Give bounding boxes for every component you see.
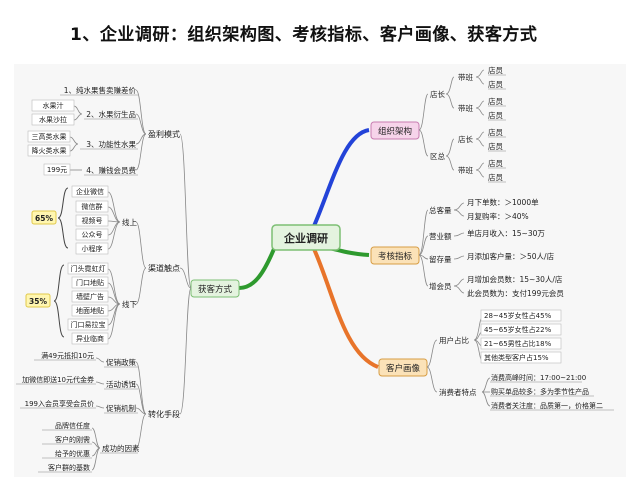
factor-item: 品牌信任度 bbox=[55, 421, 90, 430]
fee-item: 199元 bbox=[47, 166, 67, 174]
online-item: 视频号 bbox=[82, 216, 103, 225]
kpi-item: 此会员数为：支付199元会员 bbox=[467, 288, 564, 298]
persona-ratio-item: 28~45岁女性占45% bbox=[484, 311, 552, 320]
org-clerk-3: 店员 bbox=[488, 96, 503, 106]
offline-item: 门口地贴 bbox=[76, 278, 104, 287]
org-label: 组织架构 bbox=[378, 126, 412, 137]
factor-item: 给予的优惠 bbox=[55, 449, 90, 458]
offline-item: 门头霓虹灯 bbox=[71, 264, 106, 273]
kpi-item: 月添加客户量：＞50人/店 bbox=[467, 251, 555, 261]
mind-map: 企业调研 组织架构 店长 区总 带班 带班 店长 带班 店员 店员 店员 店员 … bbox=[16, 65, 614, 473]
kpi-group-3: 留存量 bbox=[429, 254, 452, 264]
channel-online: 线上 bbox=[122, 217, 137, 227]
persona-ratio-item: 其他类型客户占15% bbox=[484, 353, 549, 362]
page-title: 1、企业调研：组织架构图、考核指标、客户画像、获客方式 bbox=[70, 25, 538, 45]
org-clerk-4: 店员 bbox=[488, 110, 503, 120]
policy-item: 满49元抵扣10元 bbox=[41, 351, 94, 360]
center-node bbox=[271, 224, 341, 251]
factor-item: 客户群的基数 bbox=[48, 463, 90, 472]
acq-node bbox=[190, 279, 240, 298]
mindmap-panel: 企业调研 组织架构 店长 区总 带班 带班 店长 带班 店员 店员 店员 店员 … bbox=[14, 64, 626, 477]
online-item: 企业微信 bbox=[76, 187, 104, 196]
functional-item: 降火类水果 bbox=[32, 146, 67, 155]
persona-ratio-label: 用户占比 bbox=[439, 335, 469, 345]
profit-item: 1、纯水果售卖赚差价 bbox=[64, 85, 137, 95]
offline-item: 地面地贴 bbox=[76, 306, 104, 315]
branch-persona bbox=[312, 248, 379, 369]
convert-item: 促销机制 bbox=[106, 403, 136, 413]
kpi-node bbox=[370, 246, 420, 265]
kpi-group-2: 营业额 bbox=[429, 231, 452, 241]
org-clerk-8: 店员 bbox=[488, 172, 503, 182]
org-shift-3: 带班 bbox=[458, 165, 473, 175]
persona-ratio-item: 45~65岁女性占22% bbox=[484, 325, 552, 334]
persona-traits-label: 消费者特点 bbox=[439, 387, 477, 397]
online-bracket bbox=[57, 187, 69, 249]
channel-offline: 线下 bbox=[122, 299, 137, 309]
acq-profit-label: 盈利模式 bbox=[148, 129, 180, 139]
kpi-item: 月复购率：＞40% bbox=[467, 211, 529, 221]
online-item: 小程序 bbox=[82, 244, 103, 253]
offline-pct: 35% bbox=[29, 297, 47, 306]
offline-item: 门口易拉宝 bbox=[71, 320, 106, 329]
convert-item: 促销政策 bbox=[106, 357, 136, 367]
functional-item: 三高类水果 bbox=[32, 132, 67, 141]
offline-pct-badge bbox=[25, 293, 51, 308]
org-shift-2: 带班 bbox=[458, 103, 473, 113]
persona-label: 客户画像 bbox=[386, 363, 421, 374]
org-clerk-5: 店员 bbox=[488, 127, 503, 137]
org-store-manager-bottom: 店长 bbox=[458, 134, 473, 144]
mechanism-item: 199入会员享受会员价 bbox=[25, 399, 94, 408]
persona-ratio-item: 21~65男性占比18% bbox=[484, 339, 552, 348]
kpi-item: 单店月收入：15~30万 bbox=[467, 228, 545, 238]
kpi-label: 考核指标 bbox=[378, 251, 413, 262]
derivative-item: 水果汁 bbox=[43, 101, 64, 110]
persona-node bbox=[378, 358, 428, 377]
convert-item: 活动诱饵 bbox=[106, 379, 136, 389]
bait-item: 加微信即送10元代金券 bbox=[22, 375, 94, 384]
derivative-item: 水果沙拉 bbox=[39, 115, 67, 124]
profit-item: 3、功能性水果 bbox=[86, 139, 136, 149]
org-clerk-6: 店员 bbox=[488, 141, 503, 151]
kpi-group-1: 总客量 bbox=[429, 205, 452, 215]
profit-item: 2、水果衍生品 bbox=[86, 109, 136, 119]
org-clerk-1: 店员 bbox=[488, 65, 503, 75]
profit-item: 4、赚钱会员费 bbox=[86, 165, 136, 175]
acq-channel-label: 渠道触点 bbox=[148, 263, 180, 273]
org-store-manager-top: 店长 bbox=[430, 89, 445, 99]
online-item: 微信群 bbox=[82, 202, 103, 211]
persona-trait-item: 消费者关注度：品质第一，价格第二 bbox=[491, 401, 603, 410]
acq-convert-label: 转化手段 bbox=[148, 409, 180, 419]
convert-item: 成功的因素 bbox=[102, 443, 140, 453]
org-shift-1: 带班 bbox=[458, 72, 473, 82]
offline-bracket bbox=[53, 264, 65, 338]
branch-acq bbox=[238, 243, 278, 290]
org-node bbox=[370, 121, 420, 140]
factor-item: 客户的刚需 bbox=[55, 435, 90, 444]
kpi-item: 月增加会员数：15~30人/店 bbox=[467, 274, 563, 284]
offline-item: 墙壁广告 bbox=[76, 292, 104, 301]
acq-label: 获客方式 bbox=[198, 284, 233, 295]
center-label: 企业调研 bbox=[283, 231, 328, 245]
kpi-group-4: 增会员 bbox=[429, 281, 452, 291]
kpi-item: 月下单数：＞1000单 bbox=[467, 197, 539, 207]
persona-trait-item: 消费高峰时间：17:00~21:00 bbox=[491, 373, 586, 382]
persona-trait-item: 购买单品较多：多为季节性产品 bbox=[491, 387, 589, 396]
online-pct-badge bbox=[31, 210, 57, 225]
online-item: 公众号 bbox=[82, 231, 103, 239]
offline-item: 异业临商 bbox=[76, 334, 104, 343]
org-district: 区总 bbox=[430, 151, 445, 161]
online-pct: 65% bbox=[35, 214, 53, 223]
branch-org bbox=[312, 128, 370, 227]
org-clerk-7: 店员 bbox=[488, 158, 503, 168]
org-clerk-2: 店员 bbox=[488, 79, 503, 89]
